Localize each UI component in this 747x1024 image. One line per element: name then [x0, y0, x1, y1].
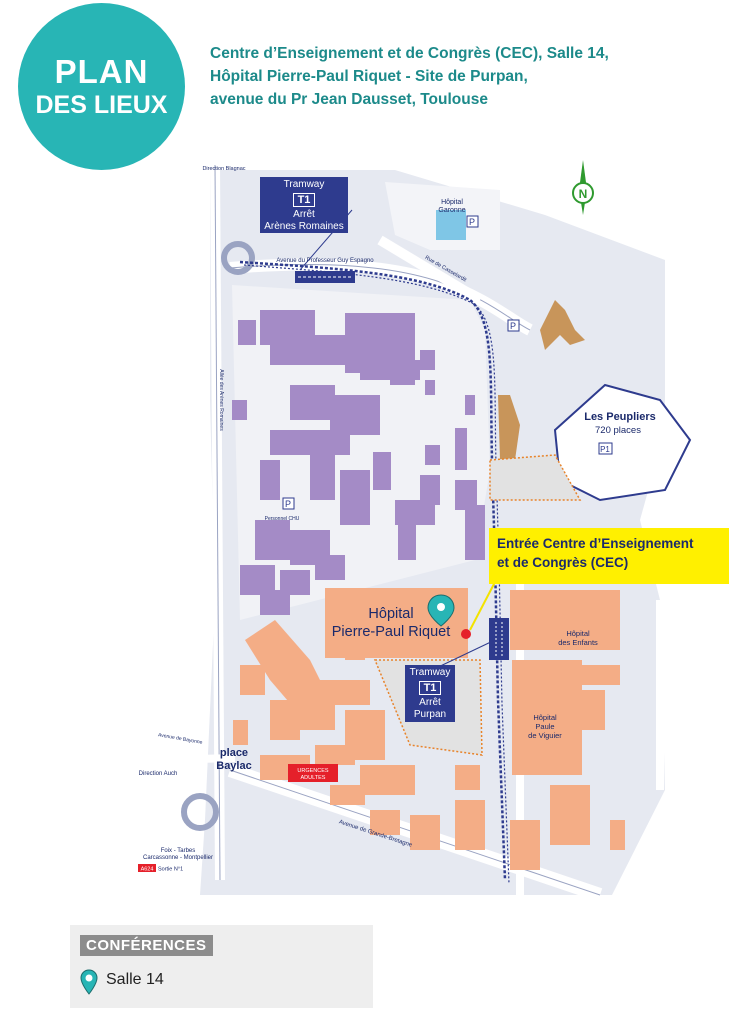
tram-box-arenes: Tramway T1 Arrêt Arènes Romaines — [260, 177, 348, 233]
tram-box-purpan: Tramway T1 Arrêt Purpan — [405, 665, 455, 722]
tram-line — [239, 260, 507, 881]
callout-pointer — [469, 581, 496, 631]
peupliers-places: 720 places — [595, 425, 641, 436]
street-arenes: Allée des Arènes Romaines — [218, 369, 224, 431]
parking-chu-label: Personnel CHU — [265, 516, 300, 522]
tan-buildings — [498, 300, 585, 460]
street-espagno: Avenue du Professeur Guy Espagno — [276, 258, 374, 264]
compass-label: N — [579, 187, 588, 201]
legend-item-salle-14: Salle 14 — [106, 971, 164, 988]
legend-panel: CONFÉRENCES Salle 14 — [70, 925, 373, 1008]
enfants-line2: des Enfants — [558, 638, 598, 647]
tram-stop-purpan-marker — [489, 618, 509, 660]
sortie-label: Sortie N°1 — [158, 867, 183, 873]
road-bayonne — [159, 754, 236, 764]
hospital-line2: Pierre-Paul Riquet — [331, 624, 451, 640]
hopital-garonne-building — [436, 210, 466, 240]
parking-garonne: P — [469, 217, 475, 227]
urgences-line1: URGENCES — [297, 768, 329, 774]
urgences-line2: ADULTES — [301, 775, 326, 781]
paule-line1: Hôpital — [533, 713, 557, 722]
place-line1: place — [220, 747, 248, 759]
plan-des-lieux-badge: PLAN DES LIEUX — [18, 3, 185, 170]
badge-line2: DES LIEUX — [35, 90, 168, 119]
callout-line2: et de Congrès (CEC) — [497, 555, 629, 570]
parking-chu: P — [285, 499, 291, 509]
compass-icon: N — [572, 160, 594, 215]
enfants-line1: Hôpital — [566, 629, 590, 638]
tram-bottom-line2: T1 — [418, 681, 442, 695]
peupliers-name: Les Peupliers — [584, 411, 656, 423]
tram-bottom-line3: Arrêt — [419, 697, 441, 708]
paule-line3: de Viguier — [528, 731, 562, 740]
tram-bottom-line4: Purpan — [413, 709, 447, 720]
callout-line1: Entrée Centre d’Enseignement — [497, 536, 694, 551]
place-line2: Baylac — [216, 760, 251, 772]
hospital-label: Hôpital Pierre-Paul Riquet — [322, 605, 460, 641]
garonne-line2: Garonne — [438, 207, 465, 214]
a624-label: A624 — [141, 867, 154, 873]
purple-buildings — [232, 310, 485, 615]
location-pin-icon — [427, 594, 455, 627]
address-line2: Hôpital Pierre-Paul Riquet - Site de Pur… — [210, 68, 528, 85]
address-block: Centre d’Enseignement et de Congrès (CEC… — [210, 42, 730, 111]
tram-top-line1: Tramway — [283, 179, 325, 190]
tram-top-line2: T1 — [292, 193, 316, 207]
roundabout-south — [181, 793, 219, 831]
entrance-dot — [461, 629, 471, 639]
address-line3: avenue du Pr Jean Dausset, Toulouse — [210, 91, 488, 108]
direction-foix: Foix - Tarbes — [161, 848, 196, 854]
direction-auch: Direction Auch — [139, 771, 178, 777]
garonne-line1: Hôpital — [441, 199, 463, 206]
address-line1: Centre d’Enseignement et de Congrès (CEC… — [210, 45, 609, 62]
location-pin-icon — [80, 969, 98, 995]
direction-carcassonne: Carcassonne - Montpellier — [143, 855, 213, 861]
street-bayonne: Avenue de Bayonne — [158, 732, 204, 746]
parking-east: P — [510, 321, 516, 331]
legend-heading: CONFÉRENCES — [80, 935, 213, 956]
tram-top-line3: Arrêt — [293, 209, 315, 220]
tram-top-line4: Arènes Romaines — [264, 221, 344, 232]
direction-blagnac: Direction Blagnac — [202, 166, 245, 172]
orange-buildings — [233, 590, 625, 870]
cec-entrance-callout: Entrée Centre d’Enseignement et de Congr… — [489, 528, 729, 584]
paule-line2: Paule — [535, 722, 554, 731]
urgences-adultes-block — [288, 764, 338, 782]
roundabout-north — [221, 241, 255, 275]
tram-bottom-line1: Tramway — [409, 667, 451, 678]
peupliers-parking-label: P1 — [600, 445, 610, 454]
badge-line1: PLAN — [54, 52, 149, 90]
hospital-line1: Hôpital — [368, 606, 414, 622]
